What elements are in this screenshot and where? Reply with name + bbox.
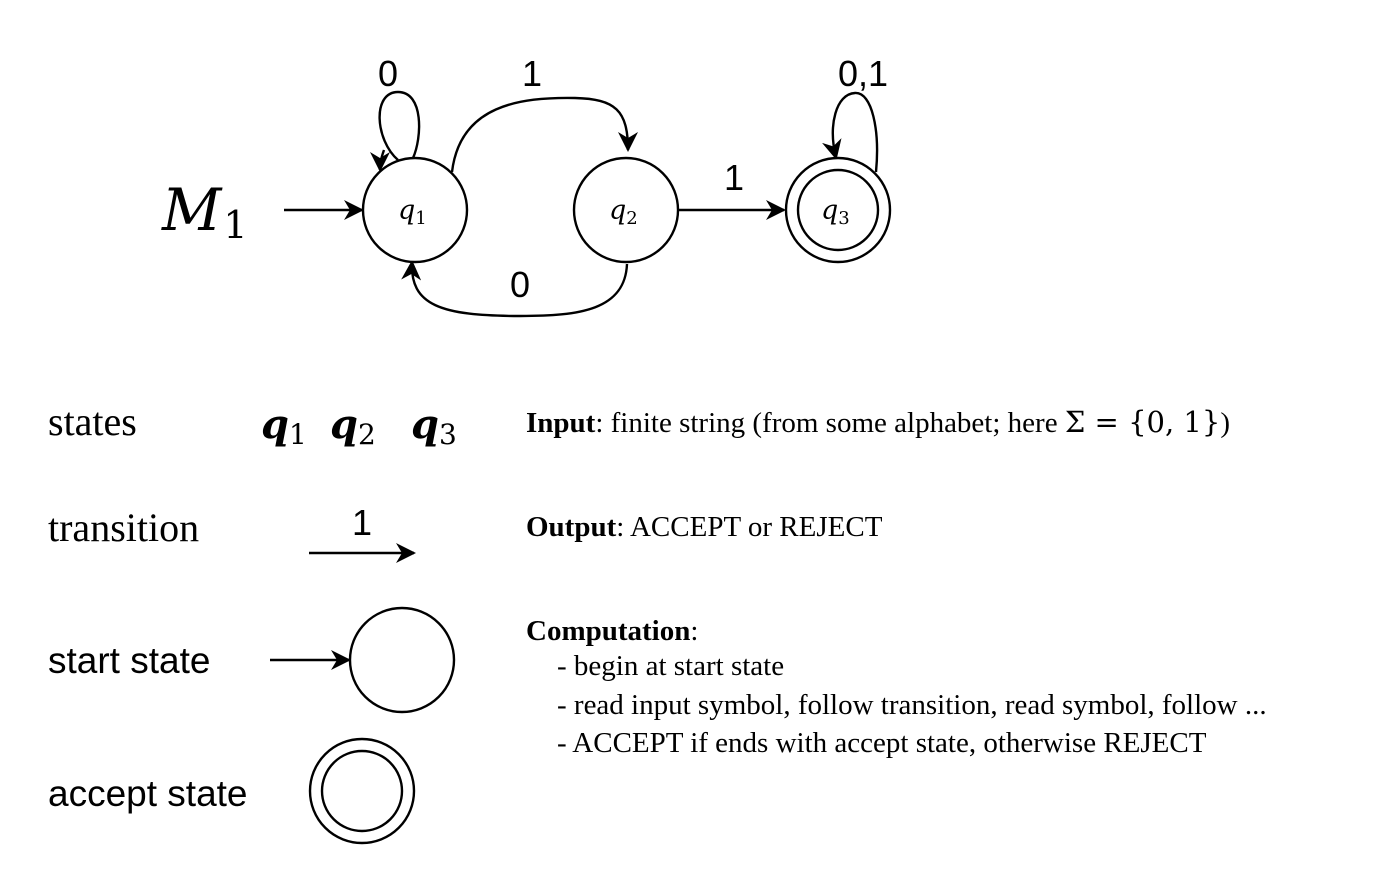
state-q2: q2 bbox=[572, 156, 680, 264]
legend-accept-inner-circle bbox=[320, 749, 404, 833]
input-alphabet: Σ = {0, 1} bbox=[1064, 405, 1221, 439]
machine-name: M1 bbox=[161, 176, 248, 247]
state-q3-label: q3 bbox=[821, 195, 850, 229]
input-text: : finite string (from some alphabet; her… bbox=[595, 407, 1065, 439]
state-q1: q1 bbox=[361, 156, 469, 264]
output-description: Output: ACCEPT or REJECT bbox=[526, 508, 882, 546]
state-q3: q3 bbox=[784, 156, 892, 264]
computation-description: Computation: bbox=[526, 612, 698, 650]
state-q2-label: q2 bbox=[609, 195, 638, 229]
legend-transition-symbol: 1 bbox=[352, 502, 372, 543]
input-description: Input: finite string (from some alphabet… bbox=[526, 403, 1230, 442]
legend-state-symbol-1: q1 bbox=[261, 401, 307, 451]
legend-transition-label: transition bbox=[48, 505, 199, 550]
computation-heading: Computation bbox=[526, 615, 691, 647]
legend-state-symbol-2: q2 bbox=[330, 401, 376, 451]
state-q1-label: q1 bbox=[398, 195, 427, 229]
computation-step-2: - read input symbol, follow transition, … bbox=[557, 689, 1267, 721]
input-heading: Input bbox=[526, 407, 596, 439]
transition-q1-q2 bbox=[450, 96, 638, 173]
legend-accept-label: accept state bbox=[48, 773, 248, 814]
legend-start-label: start state bbox=[48, 640, 210, 681]
legend-state-symbol-3: q3 bbox=[411, 401, 457, 451]
transition-label-q1-q1: 0 bbox=[378, 53, 398, 94]
transition-label-q3-q3: 0,1 bbox=[838, 53, 888, 94]
computation-step-1: - begin at start state bbox=[557, 650, 785, 682]
input-tail: ) bbox=[1220, 407, 1230, 439]
output-text: : ACCEPT or REJECT bbox=[616, 511, 883, 543]
machine-name-base: M bbox=[161, 176, 223, 244]
transition-label-q2-q3: 1 bbox=[724, 157, 744, 198]
machine-name-sub: 1 bbox=[223, 203, 247, 247]
computation-step-3: - ACCEPT if ends with accept state, othe… bbox=[557, 727, 1207, 759]
transition-q1-q1 bbox=[378, 90, 421, 161]
legend-start-state-circle bbox=[348, 606, 456, 714]
transition-q3-q3 bbox=[822, 91, 879, 173]
transition-q2-q1 bbox=[401, 260, 629, 318]
computation-colon: : bbox=[690, 615, 699, 647]
output-heading: Output bbox=[526, 511, 617, 543]
legend-states-label: states bbox=[48, 399, 137, 444]
transition-label-q1-q2: 1 bbox=[522, 53, 542, 94]
transition-label-q2-q1: 0 bbox=[510, 264, 530, 305]
transition-q1-q1-head bbox=[370, 149, 391, 172]
